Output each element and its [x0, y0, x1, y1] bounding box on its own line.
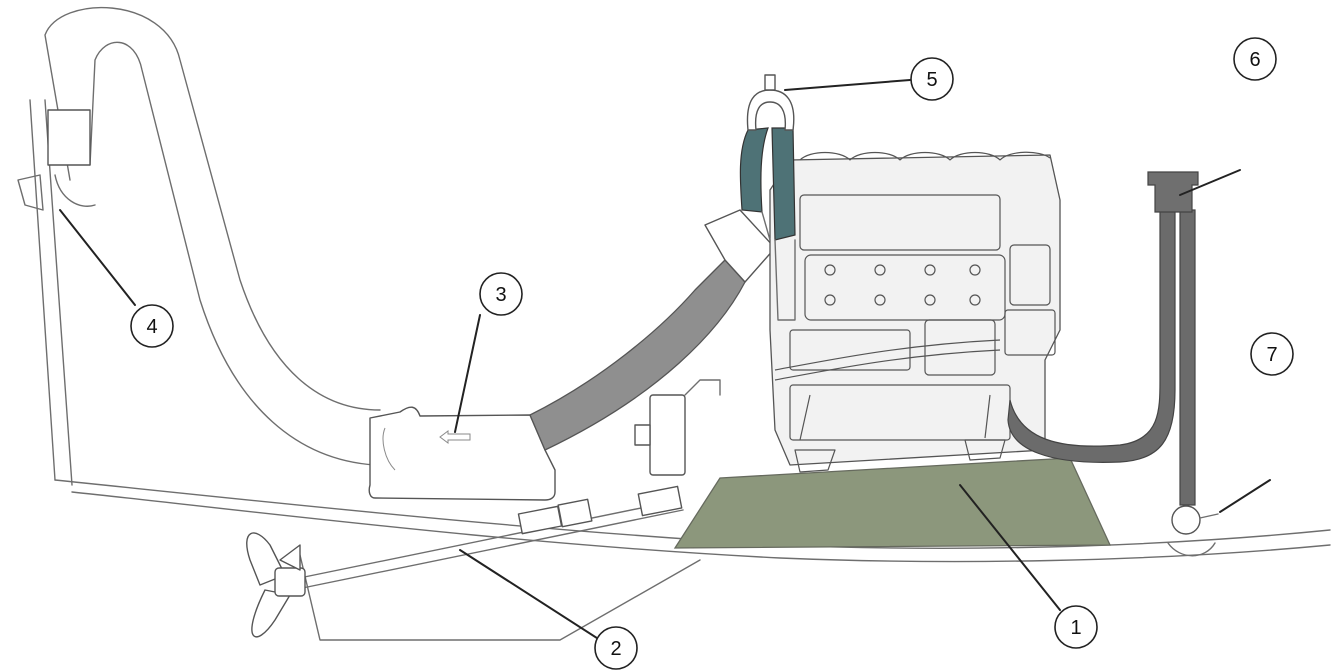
exhaust-outlet-elbow [54, 174, 96, 207]
leader-lines [59, 79, 1271, 641]
callout-4-label: 4 [146, 316, 157, 338]
callout-6-label: 6 [1249, 49, 1260, 71]
callout-6: 6 [1233, 37, 1277, 81]
engine-bed [673, 457, 1112, 549]
flow-arrow-icon [439, 430, 471, 444]
callout-2: 2 [594, 626, 638, 670]
exhaust-hose-transom-stub [47, 109, 91, 166]
propeller [246, 532, 306, 638]
callout-3: 3 [479, 272, 523, 316]
callout-3-label: 3 [495, 284, 506, 306]
callout-7-label: 7 [1266, 344, 1277, 366]
engine-exhaust-hose [529, 259, 746, 451]
exhaust-elbow-pipe [704, 209, 776, 283]
callout-5: 5 [910, 57, 954, 101]
keel-skeg [299, 554, 701, 641]
siphon-break [746, 74, 795, 131]
callout-4: 4 [130, 304, 174, 348]
callout-2-label: 2 [610, 638, 621, 660]
callout-5-label: 5 [926, 69, 937, 91]
water-strainer [1147, 171, 1199, 213]
propeller-shaft [279, 485, 684, 593]
exhaust-hose-inner [89, 41, 376, 466]
raw-water-hoses [739, 127, 796, 321]
callout-1: 1 [1054, 605, 1098, 649]
waterlock-muffler [368, 406, 556, 501]
callout-7: 7 [1250, 332, 1294, 376]
seacock [1167, 505, 1219, 557]
engine-block [769, 151, 1061, 473]
callout-1-label: 1 [1070, 617, 1081, 639]
exhaust-hose-outer [44, 6, 381, 411]
gearbox [634, 379, 721, 476]
intake-hose [1179, 209, 1196, 506]
